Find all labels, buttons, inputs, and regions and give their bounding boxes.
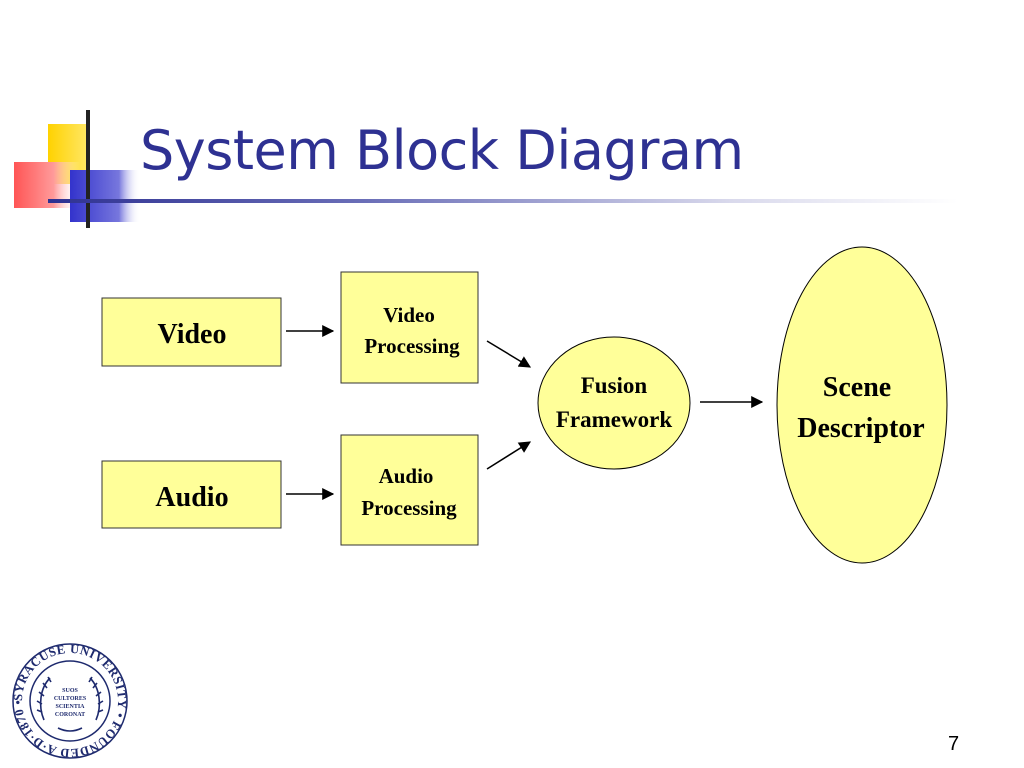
- node-video-label: Video: [158, 319, 227, 350]
- deco-vertical-line: [86, 110, 90, 228]
- slide-title: System Block Diagram: [140, 119, 744, 182]
- node-audio: Audio: [101, 460, 282, 529]
- node-audio-label: Audio: [155, 482, 228, 513]
- title-underline: [48, 199, 958, 203]
- seal-motto-1: SUOS: [62, 688, 78, 694]
- arrow-audio-processing-to-fusion: [486, 441, 532, 470]
- deco-blue-square: [70, 170, 140, 222]
- laurel-wreath-icon: [36, 676, 104, 732]
- node-audio-processing: Audio Processing: [340, 434, 479, 546]
- node-fusion-line2: Framework: [556, 407, 672, 432]
- node-audio-processing-line1: Audio: [379, 464, 434, 488]
- node-video-processing: Video Processing: [340, 271, 479, 384]
- node-fusion-framework: Fusion Framework: [537, 336, 691, 470]
- node-video-processing-line2: Processing: [364, 334, 460, 358]
- node-scene-line2: Descriptor: [797, 413, 925, 444]
- seal-motto-2: CULTORES: [54, 696, 87, 702]
- title-decoration: [14, 110, 140, 228]
- seal-motto-4: CORONAT: [55, 712, 85, 718]
- arrow-video-processing-to-fusion: [486, 340, 532, 368]
- node-scene-line1: Scene: [823, 372, 891, 403]
- node-audio-processing-line2: Processing: [361, 496, 457, 520]
- node-fusion-line1: Fusion: [581, 373, 648, 398]
- seal-motto-3: SCIENTIA: [55, 704, 85, 710]
- node-video-processing-line1: Video: [383, 303, 435, 327]
- node-video: Video: [101, 297, 282, 367]
- node-scene-descriptor: Scene Descriptor: [776, 246, 948, 564]
- page-number: 7: [948, 733, 960, 755]
- university-seal: SYRACUSE UNIVERSITY • FOUNDED A·D·1870 •…: [11, 642, 129, 760]
